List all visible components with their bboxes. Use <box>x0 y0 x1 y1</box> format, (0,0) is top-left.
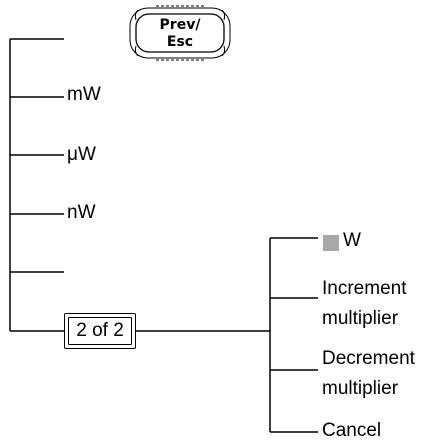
softkey-mw-label[interactable]: mW <box>67 84 101 105</box>
softkey-increment-line2[interactable]: multiplier <box>322 308 399 329</box>
softkey-uw-label[interactable]: μW <box>67 144 96 165</box>
softkey-cancel-label[interactable]: Cancel <box>322 420 382 441</box>
page-2-of-2-label: 2 of 2 <box>68 317 132 345</box>
prev-esc-key-line2: Esc <box>166 34 194 50</box>
page-2-of-2-key[interactable]: 2 of 2 <box>64 313 136 349</box>
unit-color-swatch <box>323 235 339 251</box>
softkey-decrement-line1[interactable]: Decrement <box>322 348 415 369</box>
prev-esc-key-line1: Prev/ <box>159 17 201 33</box>
prev-esc-key-outline <box>129 5 231 61</box>
prev-esc-key[interactable]: Prev/ Esc <box>116 0 244 66</box>
softkey-increment-line1[interactable]: Increment <box>322 278 407 299</box>
softkey-decrement-line2[interactable]: multiplier <box>322 378 399 399</box>
softkey-nw-label[interactable]: nW <box>67 202 96 223</box>
softkey-w-label[interactable]: W <box>343 230 361 251</box>
